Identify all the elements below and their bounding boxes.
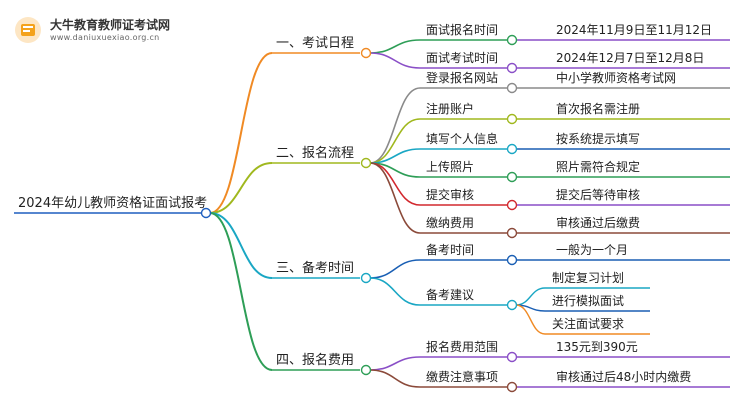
logo-title: 大牛教育教师证考试网 — [50, 18, 171, 32]
connector — [369, 259, 421, 279]
connector — [369, 52, 421, 69]
root-topic: 2024年幼儿教师资格证面试报考 — [18, 195, 207, 211]
leaf-label: 首次报名需注册 — [556, 101, 640, 116]
connector — [209, 162, 273, 214]
connector — [515, 287, 546, 306]
branch-node-dot — [360, 364, 372, 376]
child-label: 面试报名时间 — [426, 22, 498, 37]
logo-url: www.daniuxuexiao.org.cn — [50, 33, 160, 42]
leaf-label: 审核通过后缴费 — [556, 215, 640, 230]
child-node-dot — [506, 381, 518, 393]
child-node-dot — [506, 82, 518, 94]
child-label: 缴纳费用 — [426, 215, 474, 230]
leaf-label: 2024年11月9日至11月12日 — [556, 23, 712, 37]
branch-node-dot — [360, 157, 372, 169]
connector — [369, 87, 421, 164]
leaf-label: 关注面试要求 — [552, 316, 624, 331]
root-node-dot — [200, 207, 212, 219]
child-node-dot — [506, 227, 518, 239]
book-logo-icon — [15, 17, 41, 43]
child-label: 面试考试时间 — [426, 50, 498, 65]
leaf-label: 审核通过后48小时内缴费 — [556, 369, 691, 384]
branch-2-label: 二、报名流程 — [276, 145, 354, 161]
connector — [209, 212, 273, 371]
site-logo: 大牛教育教师证考试网 www.daniuxuexiao.org.cn — [10, 12, 200, 48]
connector — [209, 212, 273, 279]
branch-node-dot — [360, 47, 372, 59]
connector — [369, 39, 421, 54]
connector — [369, 356, 421, 371]
leaf-label: 进行模拟面试 — [552, 293, 624, 308]
leaf-label: 一般为一个月 — [556, 242, 628, 257]
leaf-label: 制定复习计划 — [552, 270, 624, 285]
connector — [369, 277, 421, 306]
child-node-dot — [506, 254, 518, 266]
child-node-dot — [506, 171, 518, 183]
child-label: 注册账户 — [426, 101, 474, 116]
connector — [369, 369, 421, 388]
child-label: 填写个人信息 — [426, 131, 498, 146]
child-node-dot — [506, 34, 518, 46]
child-node-dot — [506, 143, 518, 155]
child-label: 上传照片 — [426, 159, 474, 174]
leaf-label: 提交后等待审核 — [556, 187, 640, 202]
leaf-label: 2024年12月7日至12月8日 — [556, 51, 704, 65]
child-node-dot — [506, 113, 518, 125]
child-node-dot — [506, 299, 518, 311]
leaf-label: 135元到390元 — [556, 340, 638, 354]
branch-node-dot — [360, 272, 372, 284]
child-label: 登录报名网站 — [426, 70, 498, 85]
branch-1-label: 一、考试日程 — [276, 36, 354, 51]
connector — [369, 162, 421, 234]
connector — [515, 304, 546, 335]
child-node-dot — [506, 199, 518, 211]
branch-3-label: 三、备考时间 — [276, 260, 354, 276]
child-label: 报名费用范围 — [426, 339, 498, 354]
connector — [369, 118, 421, 164]
leaf-label: 按系统提示填写 — [556, 131, 640, 146]
child-label: 备考建议 — [426, 288, 474, 302]
connector — [209, 52, 273, 214]
child-node-dot — [506, 351, 518, 363]
child-node-dot — [506, 62, 518, 74]
leaf-label: 照片需符合规定 — [556, 159, 640, 174]
child-label: 缴费注意事项 — [426, 369, 498, 384]
branch-4-label: 四、报名费用 — [276, 352, 354, 368]
child-label: 提交审核 — [426, 187, 474, 202]
child-label: 备考时间 — [426, 243, 474, 257]
leaf-label: 中小学教师资格考试网 — [556, 70, 676, 85]
